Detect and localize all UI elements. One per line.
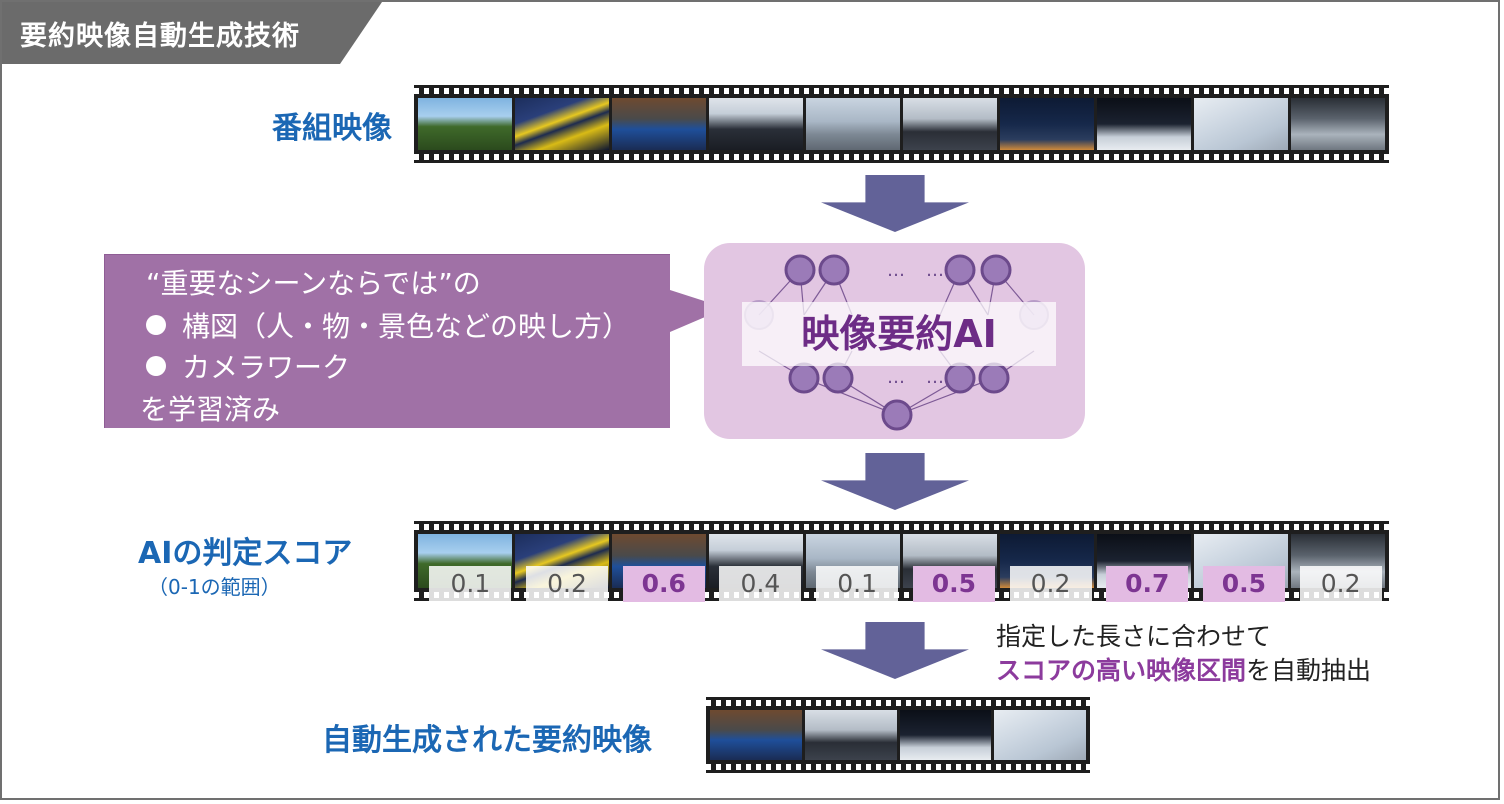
video-frame-thumbnail xyxy=(515,98,609,150)
ai-model-label: 映像要約AI xyxy=(801,312,997,356)
extract-text-line-2: スコアの高い映像区間を自動抽出 xyxy=(996,656,1372,685)
video-frame-thumbnail xyxy=(710,710,802,760)
video-frame-thumbnail xyxy=(899,710,992,760)
label-ai-score-range: （0-1の範囲） xyxy=(148,575,281,599)
callout-bullet-2: カメラワーク xyxy=(146,346,350,386)
video-frame-thumbnail xyxy=(1291,98,1385,150)
video-frame-thumbnail xyxy=(1097,98,1191,150)
bullet-icon xyxy=(146,356,166,376)
score-value: 0.1 xyxy=(816,566,899,602)
score-value: 0.2 xyxy=(526,566,609,602)
diagram-title: 要約映像自動生成技術 xyxy=(20,21,300,52)
video-frame-thumbnail xyxy=(709,98,803,150)
video-frame-thumbnail xyxy=(1000,98,1094,150)
svg-text:…: … xyxy=(887,260,905,281)
callout-line-1: “重要なシーンならでは”の xyxy=(146,267,481,300)
extract-text-line-1: 指定した長さに合わせて xyxy=(996,622,1272,651)
score-high: 0.5 xyxy=(1202,566,1285,602)
callout-line-4: を学習済み xyxy=(140,393,281,426)
svg-text:…: … xyxy=(926,260,944,281)
svg-text:…: … xyxy=(926,367,944,388)
score-value: 0.2 xyxy=(1009,566,1092,602)
video-frame-thumbnail xyxy=(903,98,997,150)
video-frame-thumbnail xyxy=(1194,98,1288,150)
ai-label-backdrop xyxy=(742,302,1056,366)
score-high: 0.7 xyxy=(1106,566,1189,602)
video-frame-thumbnail xyxy=(994,710,1086,760)
label-summary-video: 自動生成された要約映像 xyxy=(322,723,652,758)
program-video-filmstrip xyxy=(414,85,1389,163)
svg-text:…: … xyxy=(887,367,905,388)
video-frame-thumbnail xyxy=(804,710,897,760)
summary-video-filmstrip xyxy=(706,697,1090,773)
video-frame-thumbnail xyxy=(806,98,900,150)
score-high: 0.6 xyxy=(622,566,705,602)
callout-bullet-1: 構図（人・物・景色などの映し方） xyxy=(146,305,630,345)
score-high: 0.5 xyxy=(912,566,995,602)
score-value: 0.4 xyxy=(719,566,802,602)
title-tab xyxy=(2,2,382,64)
score-value: 0.2 xyxy=(1299,566,1382,602)
learning-callout xyxy=(104,254,726,428)
label-program-video: 番組映像 xyxy=(272,111,392,146)
bullet-icon xyxy=(146,315,166,335)
video-frame-thumbnail xyxy=(612,98,706,150)
label-ai-score: AIの判定スコア xyxy=(138,536,353,571)
video-frame-thumbnail xyxy=(418,98,512,150)
score-value: 0.1 xyxy=(429,566,512,602)
